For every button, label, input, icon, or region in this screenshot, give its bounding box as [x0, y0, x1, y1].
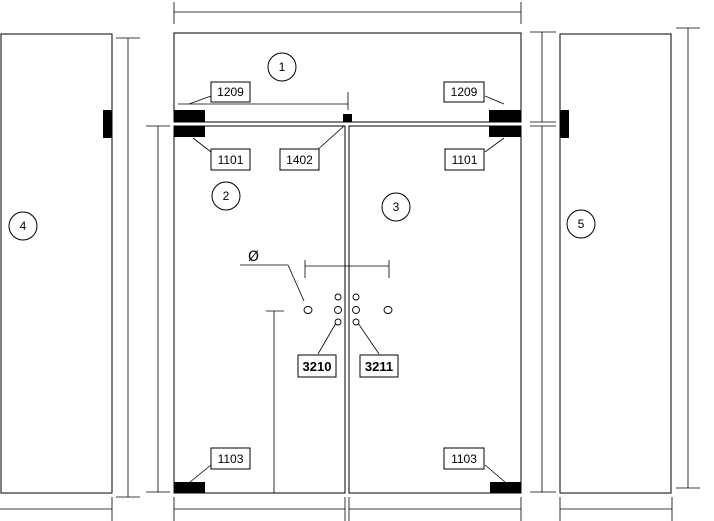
panel-bubble-4: 4	[8, 211, 38, 241]
leader-lines	[188, 95, 506, 493]
part-label-3210: 3210	[297, 354, 337, 378]
part-label-1101-left: 1101	[210, 148, 251, 171]
panel-bubble-1: 1	[267, 52, 297, 82]
diameter-symbol: Ø	[248, 249, 259, 265]
bubble-number: 4	[20, 219, 27, 233]
bubble-number: 5	[578, 217, 585, 231]
hole	[352, 306, 360, 314]
bubble-number: 3	[393, 200, 400, 214]
label-text: 3210	[303, 359, 332, 374]
side-clamp-right	[560, 110, 569, 138]
hole	[383, 306, 393, 314]
side-clamp-left	[103, 110, 112, 138]
bubble-number: 2	[223, 189, 230, 203]
door-leaf-right	[348, 125, 522, 494]
hole	[334, 293, 342, 301]
patch-fitting-top-right-upper	[489, 110, 521, 122]
hole	[303, 306, 313, 314]
part-label-1402: 1402	[279, 148, 320, 171]
label-text: 1101	[452, 153, 478, 167]
patch-fitting-top-right-lower	[489, 126, 521, 137]
part-label-1103-left: 1103	[210, 447, 251, 470]
label-text: 1209	[451, 85, 478, 99]
label-text: 1103	[218, 452, 244, 466]
part-label-1103-right: 1103	[443, 447, 485, 470]
transom-panel	[173, 32, 522, 123]
hole	[334, 318, 342, 326]
side-panel-right	[559, 33, 672, 494]
hole	[334, 306, 342, 314]
door-leaf-left	[173, 125, 346, 494]
hole	[352, 293, 360, 301]
side-panel-left	[0, 33, 113, 494]
label-text: 1101	[218, 153, 244, 167]
fittings	[103, 110, 569, 493]
part-label-1209-left: 1209	[210, 81, 251, 103]
bubble-number: 1	[279, 60, 286, 74]
hole	[352, 318, 360, 326]
label-text: 1209	[217, 85, 244, 99]
part-label-3211: 3211	[359, 354, 399, 378]
panel-bubble-2: 2	[211, 181, 241, 211]
part-label-1209-right: 1209	[443, 81, 485, 103]
label-text: 1103	[451, 452, 477, 466]
center-lock-fitting	[343, 114, 352, 122]
handle-holes	[303, 293, 393, 326]
transom-dimension	[178, 92, 349, 110]
patch-fitting-top-left-upper	[174, 110, 205, 122]
floor-patch-right	[490, 482, 521, 493]
floor-patch-left	[174, 482, 205, 493]
part-label-1101-right: 1101	[444, 148, 485, 171]
label-text: 3211	[365, 359, 393, 374]
panel-bubble-3: 3	[381, 192, 411, 222]
patch-fitting-top-left-lower	[174, 126, 205, 137]
panel-bubble-5: 5	[566, 209, 596, 239]
label-text: 1402	[286, 153, 313, 167]
dimension-lines	[0, 2, 700, 521]
